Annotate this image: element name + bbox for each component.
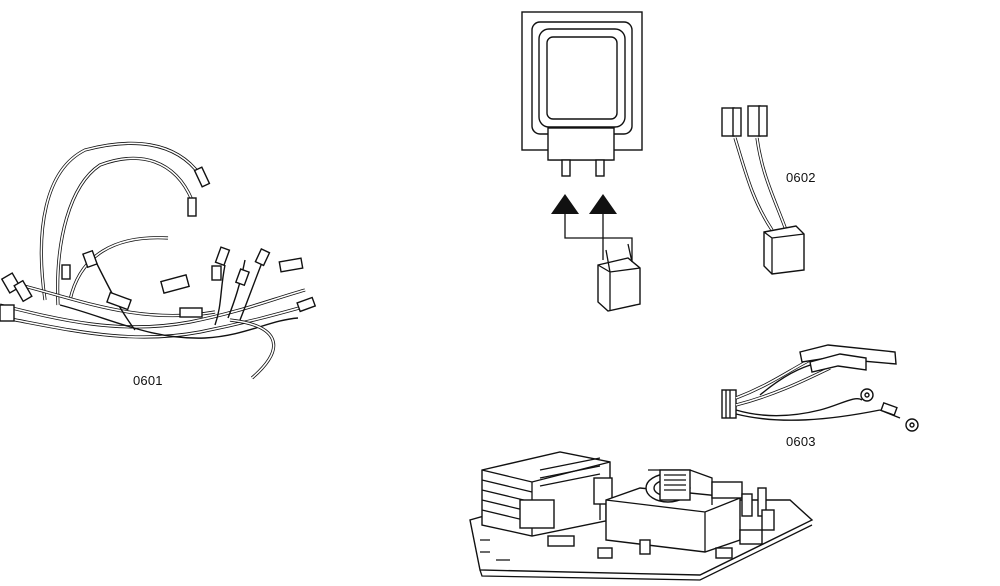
connector-plug[interactable] [597, 237, 641, 312]
label-0601: 0601 [133, 373, 163, 388]
control-board[interactable] [469, 451, 814, 581]
label-0603: 0603 [786, 434, 816, 449]
label-0602: 0602 [786, 170, 816, 185]
ground-harness-0603[interactable] [721, 344, 919, 432]
arrow-up-left-icon [551, 194, 610, 239]
wire-harness-0601[interactable] [0, 141, 317, 380]
wire-jumper-0602[interactable] [721, 105, 805, 275]
transformer-module[interactable] [521, 11, 643, 177]
arrow-up-right-icon [589, 194, 617, 260]
